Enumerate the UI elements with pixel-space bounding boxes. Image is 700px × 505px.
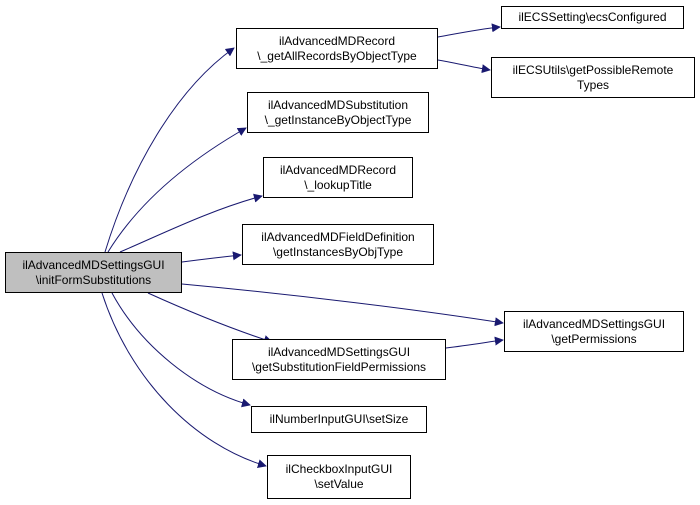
node-label: ilAdvancedMDSettingsGUI (522, 316, 666, 331)
node-get-all-records-by-object-type[interactable]: ilAdvancedMDRecord \_getAllRecordsByObje… (236, 28, 438, 69)
edge-root-to-set-value (101, 292, 267, 469)
node-label: ilAdvancedMDSubstitution (267, 97, 409, 112)
node-label: ilAdvancedMDFieldDefinition (261, 229, 415, 244)
node-label: \_getAllRecordsByObjectType (257, 48, 417, 63)
node-label: ilAdvancedMDRecord (279, 162, 397, 177)
node-label: \getPermissions (551, 331, 637, 346)
node-label: \getInstancesByObjType (272, 244, 404, 259)
node-checkbox-input-set-value[interactable]: ilCheckboxInputGUI \setValue (267, 455, 411, 499)
node-ecs-configured[interactable]: ilECSSetting\ecsConfigured (501, 6, 684, 29)
edge-get-all-records-to-ecs-configured (437, 23, 501, 38)
node-label: \getSubstitutionFieldPermissions (251, 359, 427, 374)
node-label: \_lookupTitle (304, 177, 372, 192)
edge-root-to-substitution-instance (107, 127, 247, 253)
node-label: \initFormSubstitutions (35, 272, 152, 287)
node-get-permissions[interactable]: ilAdvancedMDSettingsGUI \getPermissions (504, 311, 684, 352)
node-number-input-set-size[interactable]: ilNumberInputGUI\setSize (251, 406, 427, 433)
node-field-definition-get-instances-by-obj-type[interactable]: ilAdvancedMDFieldDefinition \getInstance… (242, 224, 434, 265)
node-lookup-title[interactable]: ilAdvancedMDRecord \_lookupTitle (263, 157, 413, 198)
edge-root-to-get-all-records (104, 47, 235, 253)
node-label: ilNumberInputGUI\setSize (269, 412, 409, 426)
node-get-substitution-field-permissions[interactable]: ilAdvancedMDSettingsGUI \getSubstitution… (232, 339, 446, 380)
edge-substitution-field-permissions-to-get-permissions (445, 336, 504, 349)
edge-root-to-set-size (111, 292, 251, 408)
node-label: \_getInstanceByObjectType (264, 112, 412, 127)
edge-root-to-field-definition (181, 251, 242, 263)
node-root-init-form-substitutions[interactable]: ilAdvancedMDSettingsGUI \initFormSubstit… (5, 252, 182, 293)
node-label: ilECSSetting\ecsConfigured (518, 10, 667, 24)
node-label: \setValue (314, 477, 364, 491)
node-label: ilAdvancedMDSettingsGUI (22, 257, 165, 272)
edge-get-all-records-to-possible-remote-types (437, 59, 491, 74)
node-substitution-get-instance-by-object-type[interactable]: ilAdvancedMDSubstitution \_getInstanceBy… (247, 92, 429, 133)
node-label: ilECSUtils\getPossibleRemote (512, 62, 674, 77)
node-get-possible-remote-types[interactable]: ilECSUtils\getPossibleRemote Types (491, 57, 695, 98)
node-label: ilAdvancedMDSettingsGUI (267, 344, 411, 359)
node-label: ilCheckboxInputGUI (285, 462, 393, 476)
edge-root-to-lookup-title (119, 193, 263, 253)
edge-root-to-substitution-field-permissions (147, 292, 273, 344)
edge-root-to-get-permissions (181, 283, 504, 327)
node-label: Types (576, 77, 609, 92)
node-label: ilAdvancedMDRecord (278, 33, 396, 48)
